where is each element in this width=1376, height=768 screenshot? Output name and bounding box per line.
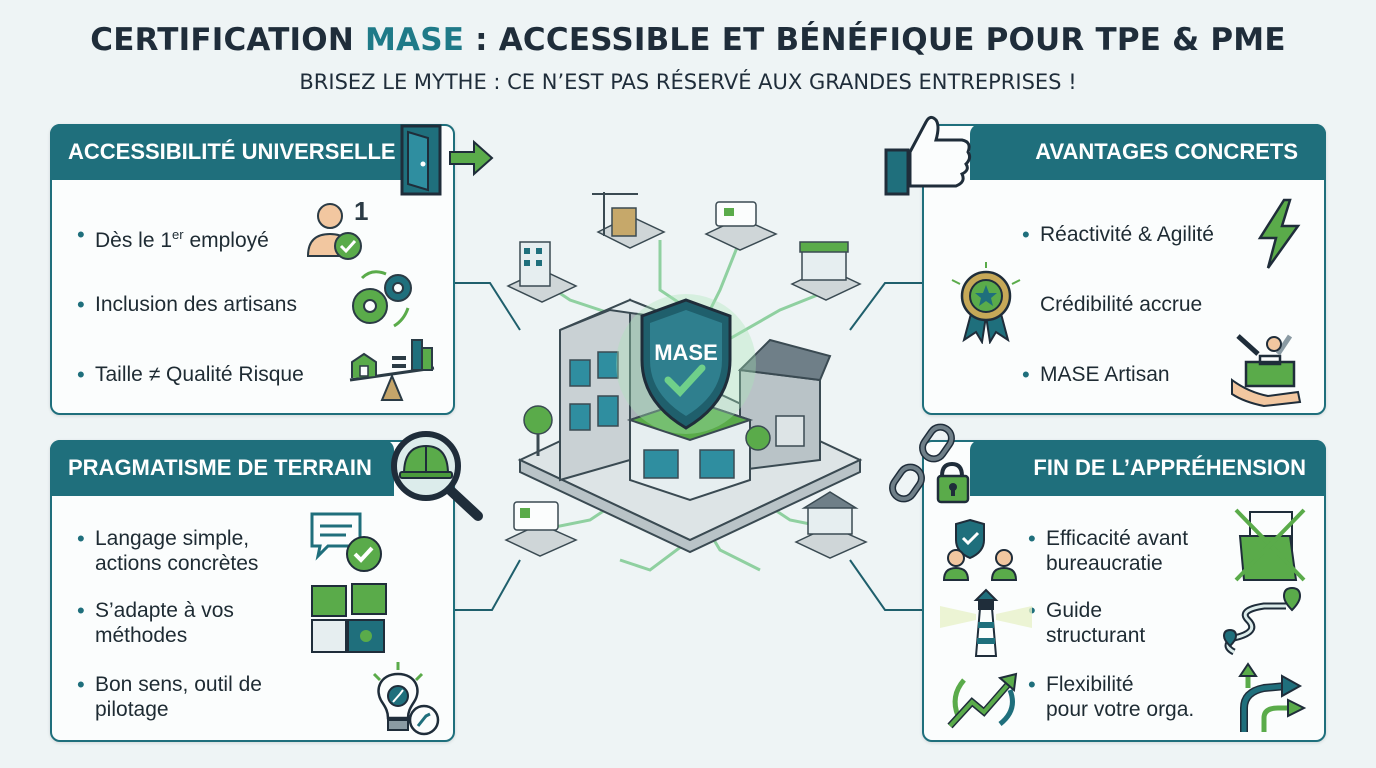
panel-apprehension-header: FIN DE L’APPRÉHENSION (970, 440, 1326, 496)
panel-avantages-header: AVANTAGES CONCRETS (970, 124, 1326, 180)
employee-check-icon (306, 203, 362, 260)
list-item: • MASE Artisan (1022, 362, 1170, 387)
count-badge: 1 (354, 196, 369, 226)
panel-avantages: AVANTAGES CONCRETS • Réactivité & Agilit… (922, 124, 1326, 415)
lightning-icon (1257, 198, 1301, 269)
team-shield-icon (942, 518, 1018, 581)
panel-apprehension: FIN DE L’APPRÉHENSION • Efficacité avant… (922, 440, 1326, 742)
shop-tile (790, 241, 862, 301)
title-accent: MASE (364, 22, 465, 58)
list-item: • Guide structurant (1028, 598, 1146, 647)
speech-bubble-check-icon (310, 512, 382, 572)
list-item: • S’adapte à vos méthodes (77, 598, 234, 647)
broken-chain-lock-icon (889, 423, 970, 504)
van-tile-bottom (504, 501, 578, 557)
list-item: • Bon sens, outil de pilotage (77, 672, 262, 721)
shield-label: MASE (654, 340, 718, 365)
page-title: CERTIFICATION MASE : ACCESSIBLE ET BÉNÉF… (90, 22, 1286, 58)
award-badge-icon (951, 262, 1021, 344)
hand-toolbox-icon (1231, 334, 1302, 408)
list-item: • Langage simple, actions concrètes (77, 526, 259, 575)
page-subtitle: BRISEZ LE MYTHE : CE N’EST PAS RÉSERVÉ A… (299, 70, 1077, 94)
map-route-icon (1222, 586, 1302, 656)
list-item: • Flexibilité pour votre orga. (1028, 672, 1195, 721)
mase-shield (640, 298, 732, 430)
balance-scale-icon (349, 339, 435, 401)
magnifier-helmet-icon (391, 431, 483, 521)
panel-accessibilite: ACCESSIBILITÉ UNIVERSELLE • Dès le 1er e… (50, 124, 455, 415)
door-exit-icon (400, 124, 494, 196)
lightbulb-compass-icon (372, 662, 440, 736)
panel-pragmatisme-header: PRAGMATISME DE TERRAIN (50, 440, 394, 496)
list-item: • Inclusion des artisans (77, 292, 297, 317)
list-item: • Efficacité avant bureaucratie (1028, 526, 1189, 575)
gears-icon (352, 270, 412, 328)
thumbs-up-icon (884, 115, 972, 196)
panel-accessibilite-header: ACCESSIBILITÉ UNIVERSELLE (50, 124, 406, 180)
construction-site-tile (592, 192, 666, 249)
puzzle-icon (311, 583, 387, 653)
list-item: • Taille ≠ Qualité Risque (77, 362, 304, 387)
lighthouse-icon (940, 588, 1032, 657)
warehouse-tile (794, 491, 868, 559)
crossed-documents-icon (1234, 508, 1306, 582)
van-tile-top (704, 201, 778, 251)
list-item: • Réactivité & Agilité (1022, 222, 1214, 247)
central-illustration (504, 192, 868, 572)
growth-arrows-icon (947, 672, 1018, 729)
split-arrows-icon (1238, 662, 1307, 732)
list-item: • Dès le 1er employé (77, 222, 269, 252)
panel-pragmatisme: PRAGMATISME DE TERRAIN • Langage simple,… (50, 440, 455, 742)
list-item: Crédibilité accrue (1040, 293, 1203, 316)
office-tile (506, 241, 578, 303)
